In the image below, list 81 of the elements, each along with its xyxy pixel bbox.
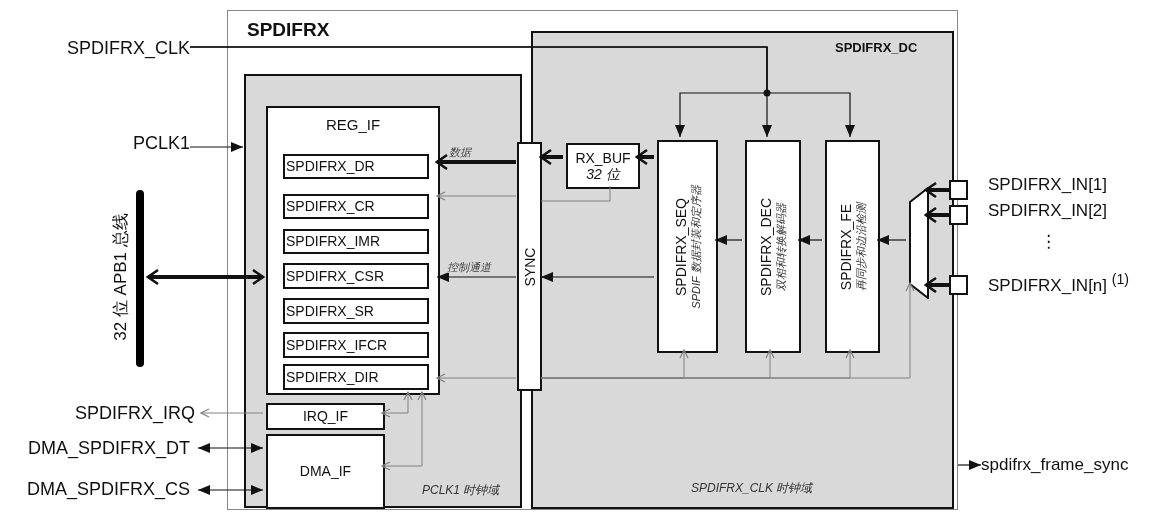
register-box bbox=[283, 364, 429, 390]
clock-domain-box bbox=[244, 74, 522, 508]
bus-label: 32 位 APB1 总线 bbox=[111, 213, 131, 341]
register-box bbox=[283, 263, 429, 289]
register-label: SPDIFRX_CSR bbox=[286, 267, 385, 285]
arrow bbox=[436, 272, 517, 282]
register-label: SPDIFRX_DIR bbox=[286, 368, 379, 386]
register-label: SPDIFRX_CR bbox=[286, 198, 375, 215]
arrow bbox=[436, 191, 517, 201]
arrow bbox=[924, 181, 949, 199]
register-box bbox=[283, 298, 429, 324]
signal-label: DMA_SPDIFRX_DT bbox=[10, 436, 190, 460]
arrow bbox=[381, 391, 427, 471]
arrow bbox=[957, 460, 982, 470]
signal-label: SPDIFRX_CLK bbox=[50, 36, 190, 60]
domain-label: PCLK1 时钟域 bbox=[422, 484, 500, 498]
arrow bbox=[714, 235, 743, 245]
block-box bbox=[745, 140, 801, 353]
register-interface-box bbox=[266, 106, 440, 395]
block-box bbox=[657, 140, 718, 353]
register-box bbox=[283, 154, 429, 179]
signal-label: spdifrx_frame_sync bbox=[981, 453, 1161, 477]
register-label: SPDIFRX_SR bbox=[286, 302, 374, 320]
box-label: IRQ_IF bbox=[302, 408, 349, 425]
signal-label: PCLK1 bbox=[125, 131, 190, 155]
arrow bbox=[924, 276, 949, 294]
signal-label: SPDIFRX_IRQ bbox=[55, 401, 195, 425]
register-label: SPDIFRX_IMR bbox=[286, 233, 381, 250]
box-label: 32 位 bbox=[586, 166, 620, 183]
input-pin bbox=[949, 275, 968, 295]
signal-label: DMA_SPDIFRX_CS bbox=[10, 477, 190, 501]
register-box bbox=[283, 332, 429, 358]
pin-label: SPDIFRX_IN[1] bbox=[988, 176, 1108, 195]
box-label: DMA_IF bbox=[299, 463, 352, 480]
block-label: SYNC bbox=[521, 247, 538, 286]
pin-label: SPDIFRX_IN[2] bbox=[988, 202, 1108, 221]
input-pin bbox=[949, 180, 968, 200]
block-label: SPDIFRX_SEQ bbox=[672, 197, 689, 298]
arrow bbox=[540, 282, 915, 379]
register-box bbox=[283, 194, 429, 219]
box-label: RX_BUF bbox=[575, 149, 631, 166]
pin-label: SPDIFRX_IN[n] $^{(1)}$ bbox=[988, 272, 1130, 296]
arrow bbox=[200, 408, 264, 418]
arrow bbox=[146, 268, 265, 286]
register-label: SPDIFRX_IFCR bbox=[286, 336, 388, 354]
domain-label: SPDIFRX_DC bbox=[835, 41, 918, 56]
buffer-box bbox=[566, 143, 640, 189]
sync-box bbox=[517, 142, 542, 391]
block-description: SPDIF 数据封装和定序器 bbox=[689, 184, 703, 309]
input-pin bbox=[949, 205, 968, 225]
ellipsis-label: ⋮ bbox=[1040, 233, 1057, 252]
arrow bbox=[876, 235, 907, 245]
interface-box bbox=[266, 434, 385, 509]
domain-label: SPDIFRX_CLK 时钟域 bbox=[691, 482, 813, 496]
module-title: SPDIFRX bbox=[247, 20, 330, 41]
register-label: SPDIFRX_DR bbox=[286, 158, 375, 175]
arrow bbox=[540, 272, 655, 282]
arrow bbox=[197, 485, 264, 495]
edge-label: 数据 bbox=[448, 146, 472, 159]
arrow bbox=[924, 206, 949, 224]
box-label: REG_IF bbox=[326, 117, 381, 134]
arrow bbox=[436, 373, 517, 383]
block-label: SPDIFRX_FE bbox=[837, 202, 855, 291]
arrow bbox=[539, 148, 563, 166]
bus-bar bbox=[136, 190, 144, 367]
block-description: 双相和转换解码器 bbox=[774, 201, 788, 293]
block-description: 再同步和边沿检测 bbox=[854, 202, 868, 291]
interface-box bbox=[266, 403, 385, 430]
connector-line bbox=[540, 185, 611, 202]
edge-label: 控制通道 bbox=[446, 261, 492, 274]
arrow bbox=[189, 142, 244, 152]
arrow bbox=[797, 235, 823, 245]
arrow bbox=[197, 443, 264, 453]
arrow bbox=[381, 391, 413, 418]
arrow bbox=[635, 148, 654, 166]
block-box bbox=[825, 140, 880, 353]
register-box bbox=[283, 229, 429, 254]
block-label: SPDIFRX_DEC bbox=[758, 197, 775, 296]
module-frame bbox=[227, 10, 958, 510]
arrow bbox=[435, 153, 516, 171]
multiplexer-shape bbox=[909, 187, 929, 299]
